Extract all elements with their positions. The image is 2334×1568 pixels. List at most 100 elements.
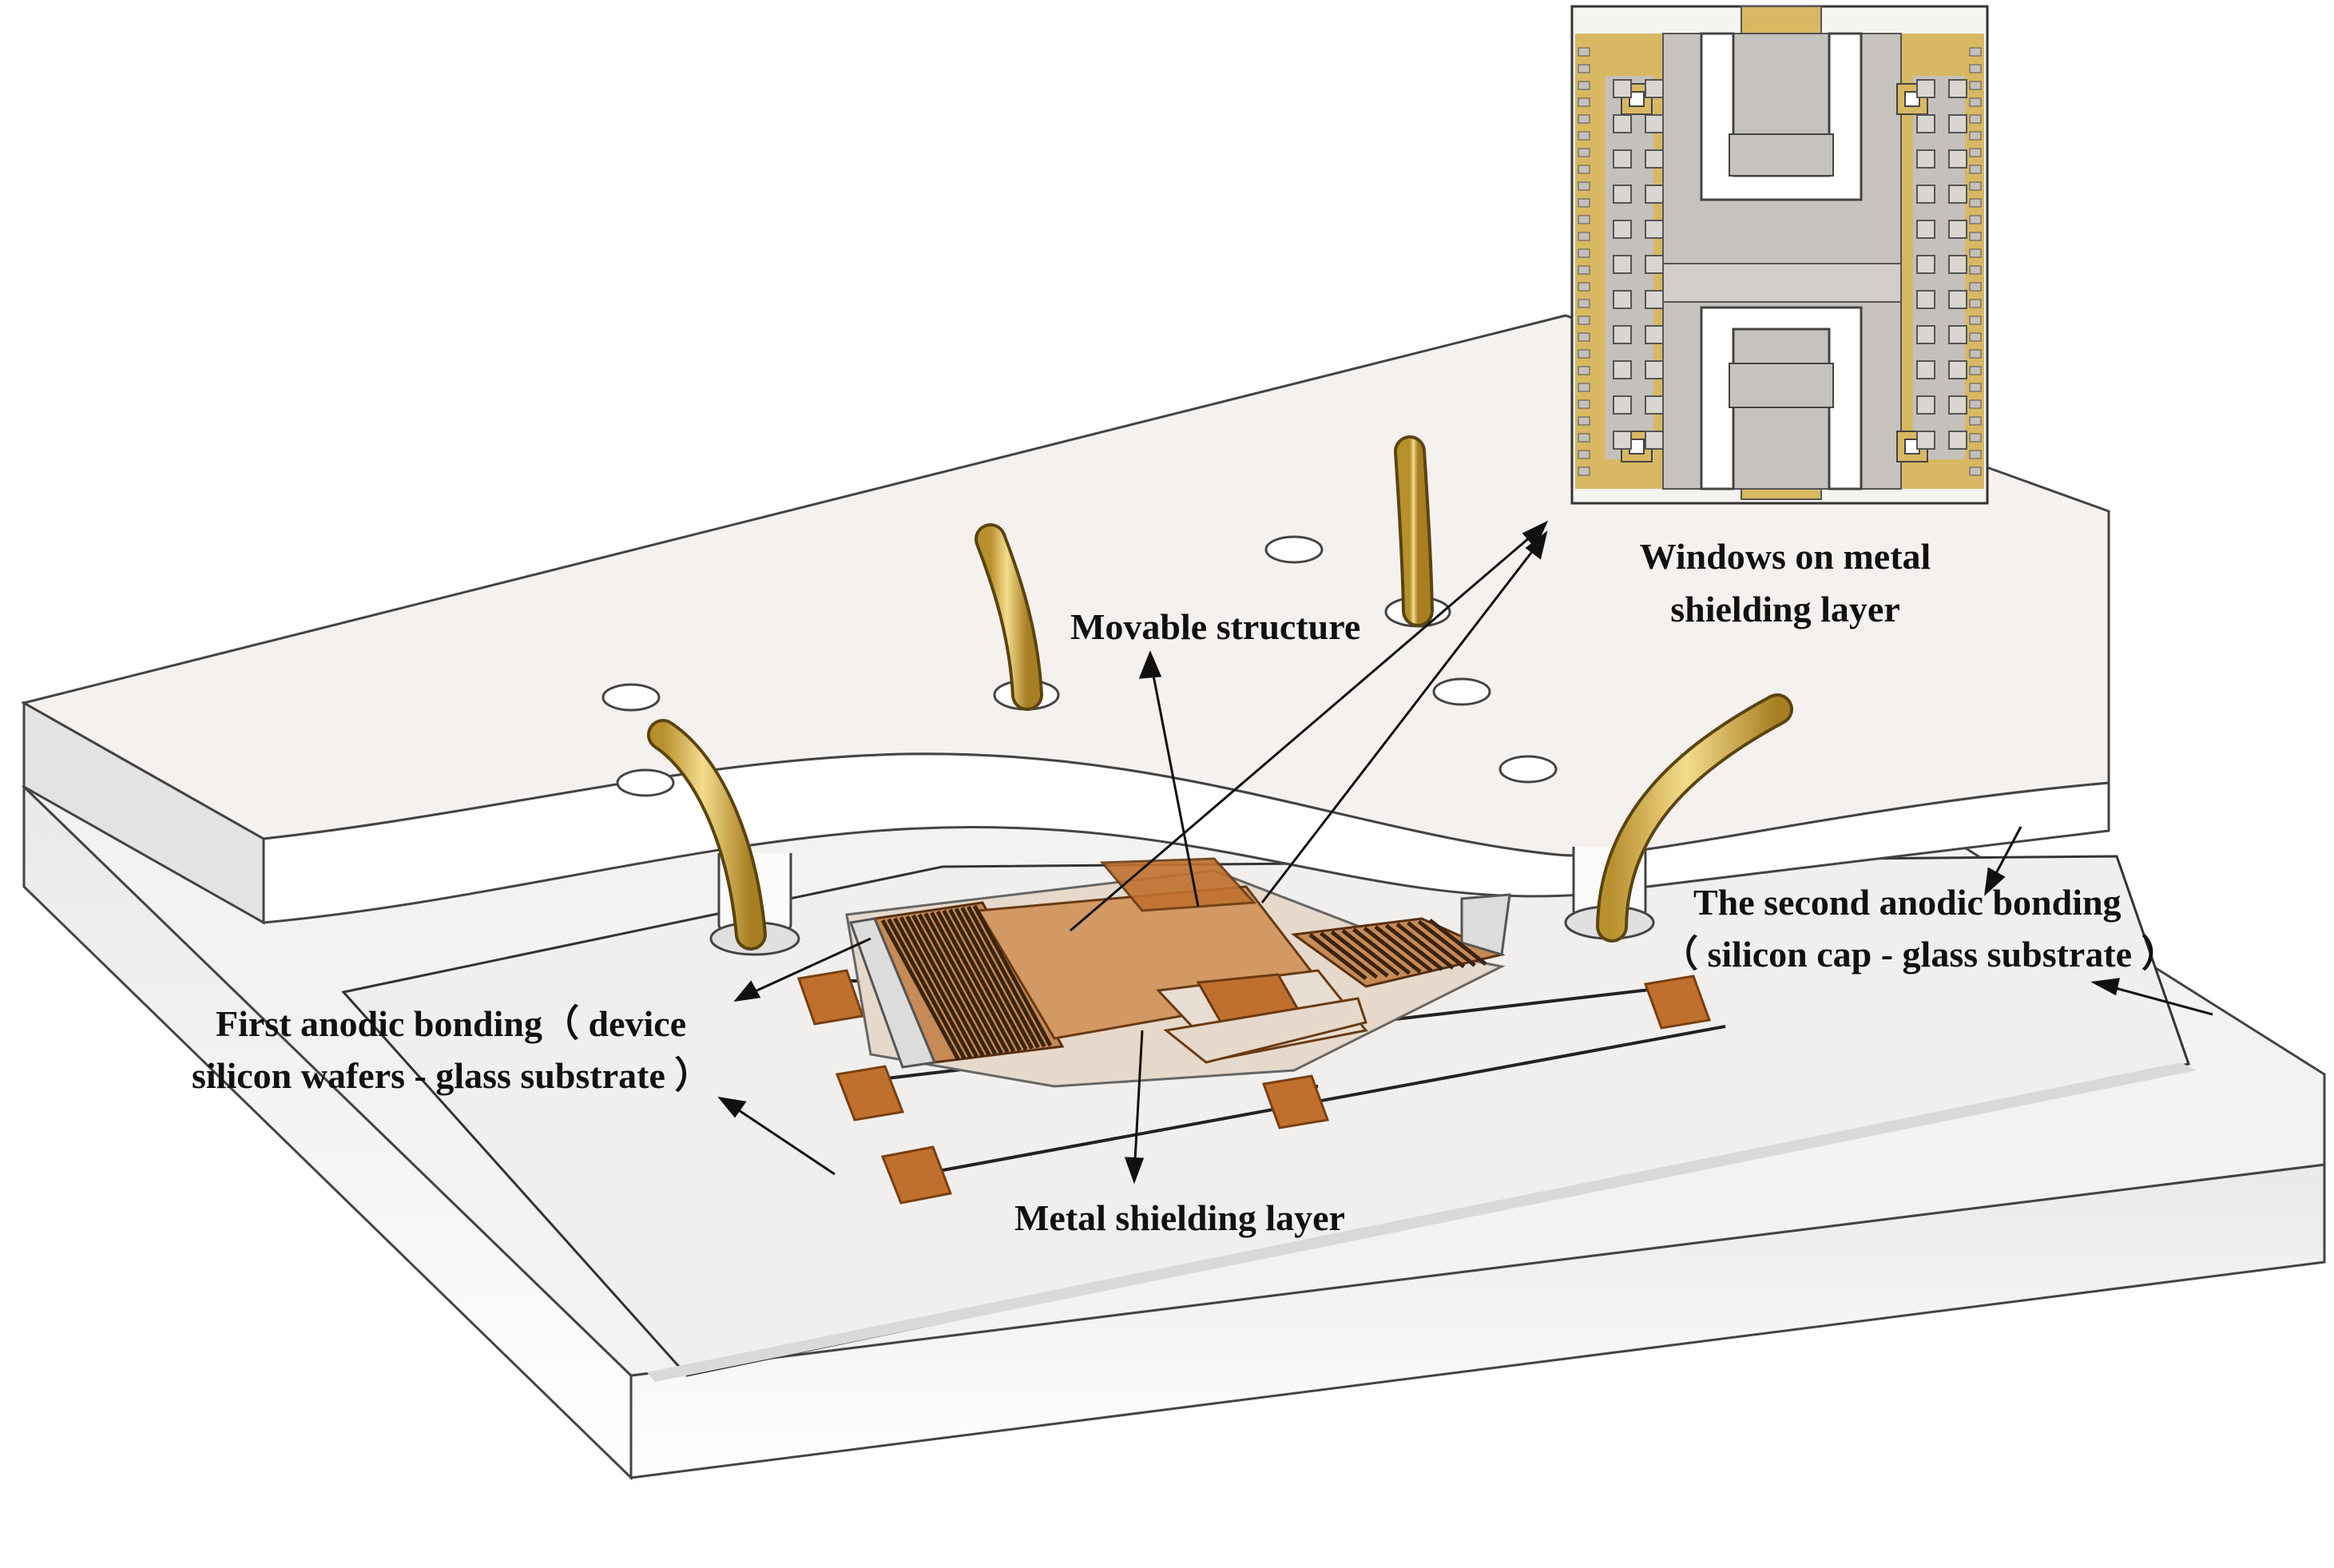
edge-tooth <box>1969 232 1982 241</box>
edge-tooth <box>1578 148 1590 157</box>
window-square <box>1916 290 1935 309</box>
label-metal-shielding: Metal shielding layer <box>1014 1197 1345 1238</box>
inset-window-grid <box>1578 47 1982 476</box>
comb-finger <box>893 917 973 1059</box>
window-square <box>1916 185 1935 204</box>
comb-finger <box>942 909 1022 1052</box>
edge-tooth <box>1969 349 1982 359</box>
edge-tooth <box>1969 181 1982 191</box>
edge-tooth <box>1969 47 1982 57</box>
window-square <box>1645 79 1664 98</box>
window-square <box>1916 431 1935 450</box>
window-square <box>1948 149 1967 169</box>
edge-tooth <box>1578 433 1590 443</box>
window-square <box>1613 255 1632 274</box>
comb-finger <box>1428 919 1487 966</box>
window-square <box>1916 255 1935 274</box>
label-windows-line1: Windows on metal <box>1640 536 1931 577</box>
comb-finger <box>1330 930 1389 978</box>
window-square <box>1916 360 1935 379</box>
comb-finger <box>1417 919 1476 967</box>
label-movable-structure: Movable structure <box>1070 606 1360 647</box>
comb-finger <box>967 906 1046 1048</box>
edge-tooth <box>1969 131 1982 141</box>
edge-tooth <box>1578 232 1590 241</box>
window-square <box>1645 185 1664 204</box>
gold-bond-wires <box>647 435 1793 951</box>
comb-finger <box>899 916 979 1058</box>
edge-tooth <box>1969 416 1982 426</box>
edge-tooth <box>1578 282 1590 292</box>
edge-tooth <box>1578 399 1590 409</box>
window-square <box>1613 149 1632 169</box>
window-square <box>1916 149 1935 169</box>
comb-finger <box>1395 922 1455 970</box>
window-square <box>1645 220 1664 239</box>
window-square <box>1948 220 1967 239</box>
comb-finger <box>1407 921 1466 969</box>
window-square <box>1613 395 1632 415</box>
comb-finger <box>960 907 1040 1049</box>
edge-tooth <box>1578 131 1590 141</box>
edge-tooth <box>1578 47 1590 57</box>
window-square <box>1613 185 1632 204</box>
annotation-arrows <box>717 520 2213 1185</box>
edge-tooth <box>1969 198 1982 208</box>
edge-tooth <box>1969 433 1982 443</box>
label-second-bonding-line1: The second anodic bonding <box>1693 882 2122 923</box>
comb-finger <box>905 915 985 1058</box>
window-square <box>1613 114 1632 133</box>
window-square <box>1613 220 1632 239</box>
comb-finger <box>880 919 961 1062</box>
edge-tooth <box>1578 248 1590 258</box>
window-square <box>1916 395 1935 415</box>
edge-tooth <box>1969 450 1982 459</box>
edge-tooth <box>1969 148 1982 157</box>
label-first-bonding-line2: silicon wafers - glass substrate ） <box>192 1055 711 1096</box>
edge-tooth <box>1578 349 1590 359</box>
comb-finger <box>887 918 967 1060</box>
window-square <box>1645 290 1664 309</box>
edge-tooth <box>1969 97 1982 107</box>
window-square <box>1916 220 1935 239</box>
comb-finger <box>1308 933 1367 980</box>
edge-tooth <box>1969 466 1982 476</box>
edge-tooth <box>1969 282 1982 292</box>
edge-tooth <box>1969 366 1982 375</box>
edge-tooth <box>1578 265 1590 275</box>
edge-tooth <box>1969 165 1982 174</box>
comb-finger <box>1352 927 1411 975</box>
window-square <box>1948 360 1967 379</box>
edge-tooth <box>1578 114 1590 124</box>
edge-tooth <box>1969 383 1982 392</box>
window-square <box>1948 431 1967 450</box>
comb-finger <box>923 912 1003 1054</box>
comb-finger <box>1341 929 1400 977</box>
window-square <box>1645 395 1664 415</box>
window-square <box>1613 325 1632 344</box>
window-square <box>1645 360 1664 379</box>
window-square <box>1613 79 1632 98</box>
window-square <box>1645 149 1664 169</box>
edge-tooth <box>1969 399 1982 409</box>
edge-tooth <box>1578 81 1590 90</box>
window-square <box>1645 431 1664 450</box>
edge-tooth <box>1969 299 1982 308</box>
comb-finger <box>1374 925 1433 973</box>
comb-finger <box>1320 931 1379 979</box>
edge-tooth <box>1578 366 1590 375</box>
edge-tooth <box>1969 265 1982 275</box>
window-square <box>1645 255 1664 274</box>
window-square <box>1948 290 1967 309</box>
comb-fingers-left <box>880 904 1053 1062</box>
window-square <box>1613 431 1632 450</box>
window-square <box>1613 290 1632 309</box>
comb-finger <box>917 913 998 1055</box>
label-second-bonding-line2: （ silicon cap - glass substrate ） <box>1661 934 2178 975</box>
window-square <box>1645 325 1664 344</box>
label-first-bonding-line1: First anodic bonding（ device <box>216 1003 686 1044</box>
window-square <box>1645 114 1664 133</box>
edge-tooth <box>1578 165 1590 174</box>
comb-finger <box>948 908 1028 1050</box>
